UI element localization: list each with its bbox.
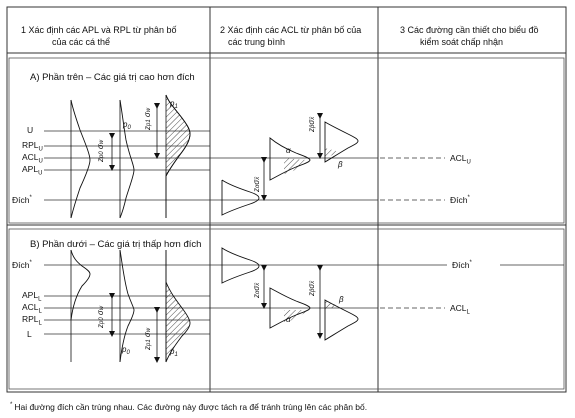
upper-beta: β <box>337 160 343 169</box>
lower-label-p0: p0 <box>121 345 130 356</box>
outer-frame <box>6 6 567 393</box>
lower-dist-individual-1 <box>70 249 91 321</box>
upper-z-beta: zβσx̄ <box>307 116 316 133</box>
lower-z-beta: zβσx̄ <box>307 280 316 297</box>
lower-beta: β <box>338 295 344 304</box>
header-col3-line2: kiểm soát chấp nhận <box>420 37 503 47</box>
header-col1-line2: của các cá thể <box>52 37 110 47</box>
upper-dist-mean-beta <box>324 121 359 163</box>
upper-label-rpl: RPLU <box>22 140 43 153</box>
lower-label-rpl: RPLL <box>22 314 43 327</box>
upper-label-acl: ACLU <box>22 152 43 165</box>
upper-right-target: Đích* <box>450 195 470 205</box>
lower-alpha: α <box>286 315 291 324</box>
lower-section-box <box>8 228 565 390</box>
upper-alpha: α <box>286 146 291 155</box>
lower-title: B) Phần dưới – Các giá trị thấp hơn đích <box>30 239 201 250</box>
upper-z-alpha: zασx̄ <box>252 176 261 193</box>
header-col2-line2: các trung bình <box>228 37 285 47</box>
upper-label-apl: APLU <box>22 164 42 177</box>
upper-dist-individual-1 <box>70 99 91 219</box>
lower-right-target: Đích* <box>452 260 472 270</box>
lower-dist-mean-target <box>221 247 260 284</box>
lower-label-apl: APLL <box>22 290 42 303</box>
upper-right-dashed-lines <box>380 157 445 201</box>
lower-z-p0-sigma: zp0 σw <box>96 305 105 329</box>
upper-dist-p0 <box>119 99 135 219</box>
upper-label-u: U <box>27 125 33 135</box>
upper-dist-mean-target <box>221 179 260 216</box>
upper-level-lines <box>44 130 378 201</box>
upper-z-p1-sigma: zp1 σw <box>143 107 152 131</box>
upper-label-target: Đích* <box>12 195 32 205</box>
upper-dist-mean-alpha <box>269 137 311 181</box>
lower-dist-mean-alpha <box>269 287 311 329</box>
upper-label-p1: p1 <box>169 99 178 110</box>
header-col3-line1: 3 Các đường cần thiết cho biểu đồ <box>400 25 539 35</box>
lower-z-p1-sigma: zp1 σw <box>143 327 152 351</box>
header-col1-line1: 1 Xác định các APL và RPL từ phân bố <box>21 25 176 35</box>
lower-label-acl: ACLL <box>22 302 43 315</box>
lower-label-target: Đích* <box>12 260 32 270</box>
lower-dist-mean-beta <box>324 299 359 341</box>
lower-label-p1: p1 <box>169 347 178 358</box>
header-col2-line1: 2 Xác định các ACL từ phân bố của <box>220 25 361 35</box>
lower-label-l: L <box>27 329 32 339</box>
upper-section-box <box>8 57 565 224</box>
upper-right-acl: ACLU <box>450 153 471 166</box>
lower-dist-p1 <box>165 281 191 363</box>
footnote: *Hai đường đích cần trùng nhau. Các đườn… <box>10 402 367 412</box>
lower-z-alpha: zασx̄ <box>252 282 261 299</box>
lower-right-acl: ACLL <box>450 303 471 316</box>
upper-label-p0: p0 <box>122 120 131 131</box>
upper-z-p0-sigma: zp0 σw <box>96 139 105 163</box>
upper-title: A) Phần trên – Các giá trị cao hơn đích <box>30 72 195 83</box>
lower-dist-p0 <box>119 249 135 363</box>
